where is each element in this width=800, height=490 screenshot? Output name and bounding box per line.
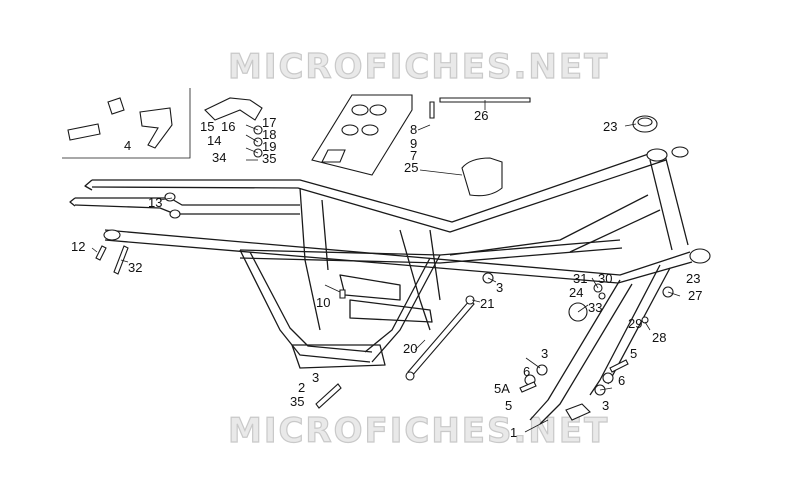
rubber-cover: [461, 157, 503, 197]
small-bolts: [95, 101, 674, 421]
callout-16: 16: [221, 119, 235, 134]
callout-1: 1: [510, 425, 517, 440]
callout-3-right-bottom: 3: [602, 398, 609, 413]
callout-33: 33: [588, 300, 602, 315]
callout-3-right-top: 3: [541, 346, 548, 361]
bolt-20: [405, 299, 475, 381]
callout-17: 17: [262, 115, 276, 130]
callout-23-right: 23: [686, 271, 700, 286]
callout-7: 7: [410, 148, 417, 163]
callout-6-right: 6: [618, 373, 625, 388]
callout-30: 30: [598, 271, 612, 286]
callout-14: 14: [207, 133, 221, 148]
callout-2: 2: [298, 380, 305, 395]
callout-27: 27: [688, 288, 702, 303]
leader-lines: [91, 100, 681, 433]
callout-12: 12: [71, 239, 85, 254]
callout-5A: 5A: [494, 381, 510, 396]
cap-23-right: [689, 248, 711, 264]
callout-10: 10: [316, 295, 330, 310]
callout-34: 34: [212, 150, 226, 165]
callout-labels: 4 15 16 17 18 14 19 34 35 8 9 7 25 26 23…: [71, 108, 702, 440]
callout-23-top: 23: [603, 119, 617, 134]
callout-4: 4: [124, 138, 131, 153]
callout-3-center: 3: [496, 280, 503, 295]
callout-15: 15: [200, 119, 214, 134]
callout-25: 25: [404, 160, 418, 175]
callout-35-top: 35: [262, 151, 276, 166]
callout-5-right: 5: [630, 346, 637, 361]
main-frame: [69, 146, 693, 425]
callout-5-left: 5: [505, 398, 512, 413]
callout-20: 20: [403, 341, 417, 356]
callout-26: 26: [474, 108, 488, 123]
callout-18: 18: [262, 127, 276, 142]
callout-29: 29: [628, 316, 642, 331]
inset-parts: [67, 97, 263, 158]
callout-21: 21: [480, 296, 494, 311]
callout-13: 13: [148, 195, 162, 210]
callout-28: 28: [652, 330, 666, 345]
callout-8: 8: [410, 122, 417, 137]
cap-23-top: [632, 115, 658, 133]
inset-divider: [62, 88, 191, 159]
callout-32: 32: [128, 260, 142, 275]
callout-31: 31: [573, 271, 587, 286]
callout-35-bottom: 35: [290, 394, 304, 409]
battery-tray: [311, 94, 413, 176]
callout-6-left: 6: [523, 364, 530, 379]
watermark-top: MICROFICHES.NET: [228, 47, 609, 87]
callout-24: 24: [569, 285, 583, 300]
callout-9: 9: [410, 136, 417, 151]
watermark-bottom: MICROFICHES.NET: [228, 411, 609, 451]
callout-3-lower-left: 3: [312, 370, 319, 385]
callout-19: 19: [262, 139, 276, 154]
